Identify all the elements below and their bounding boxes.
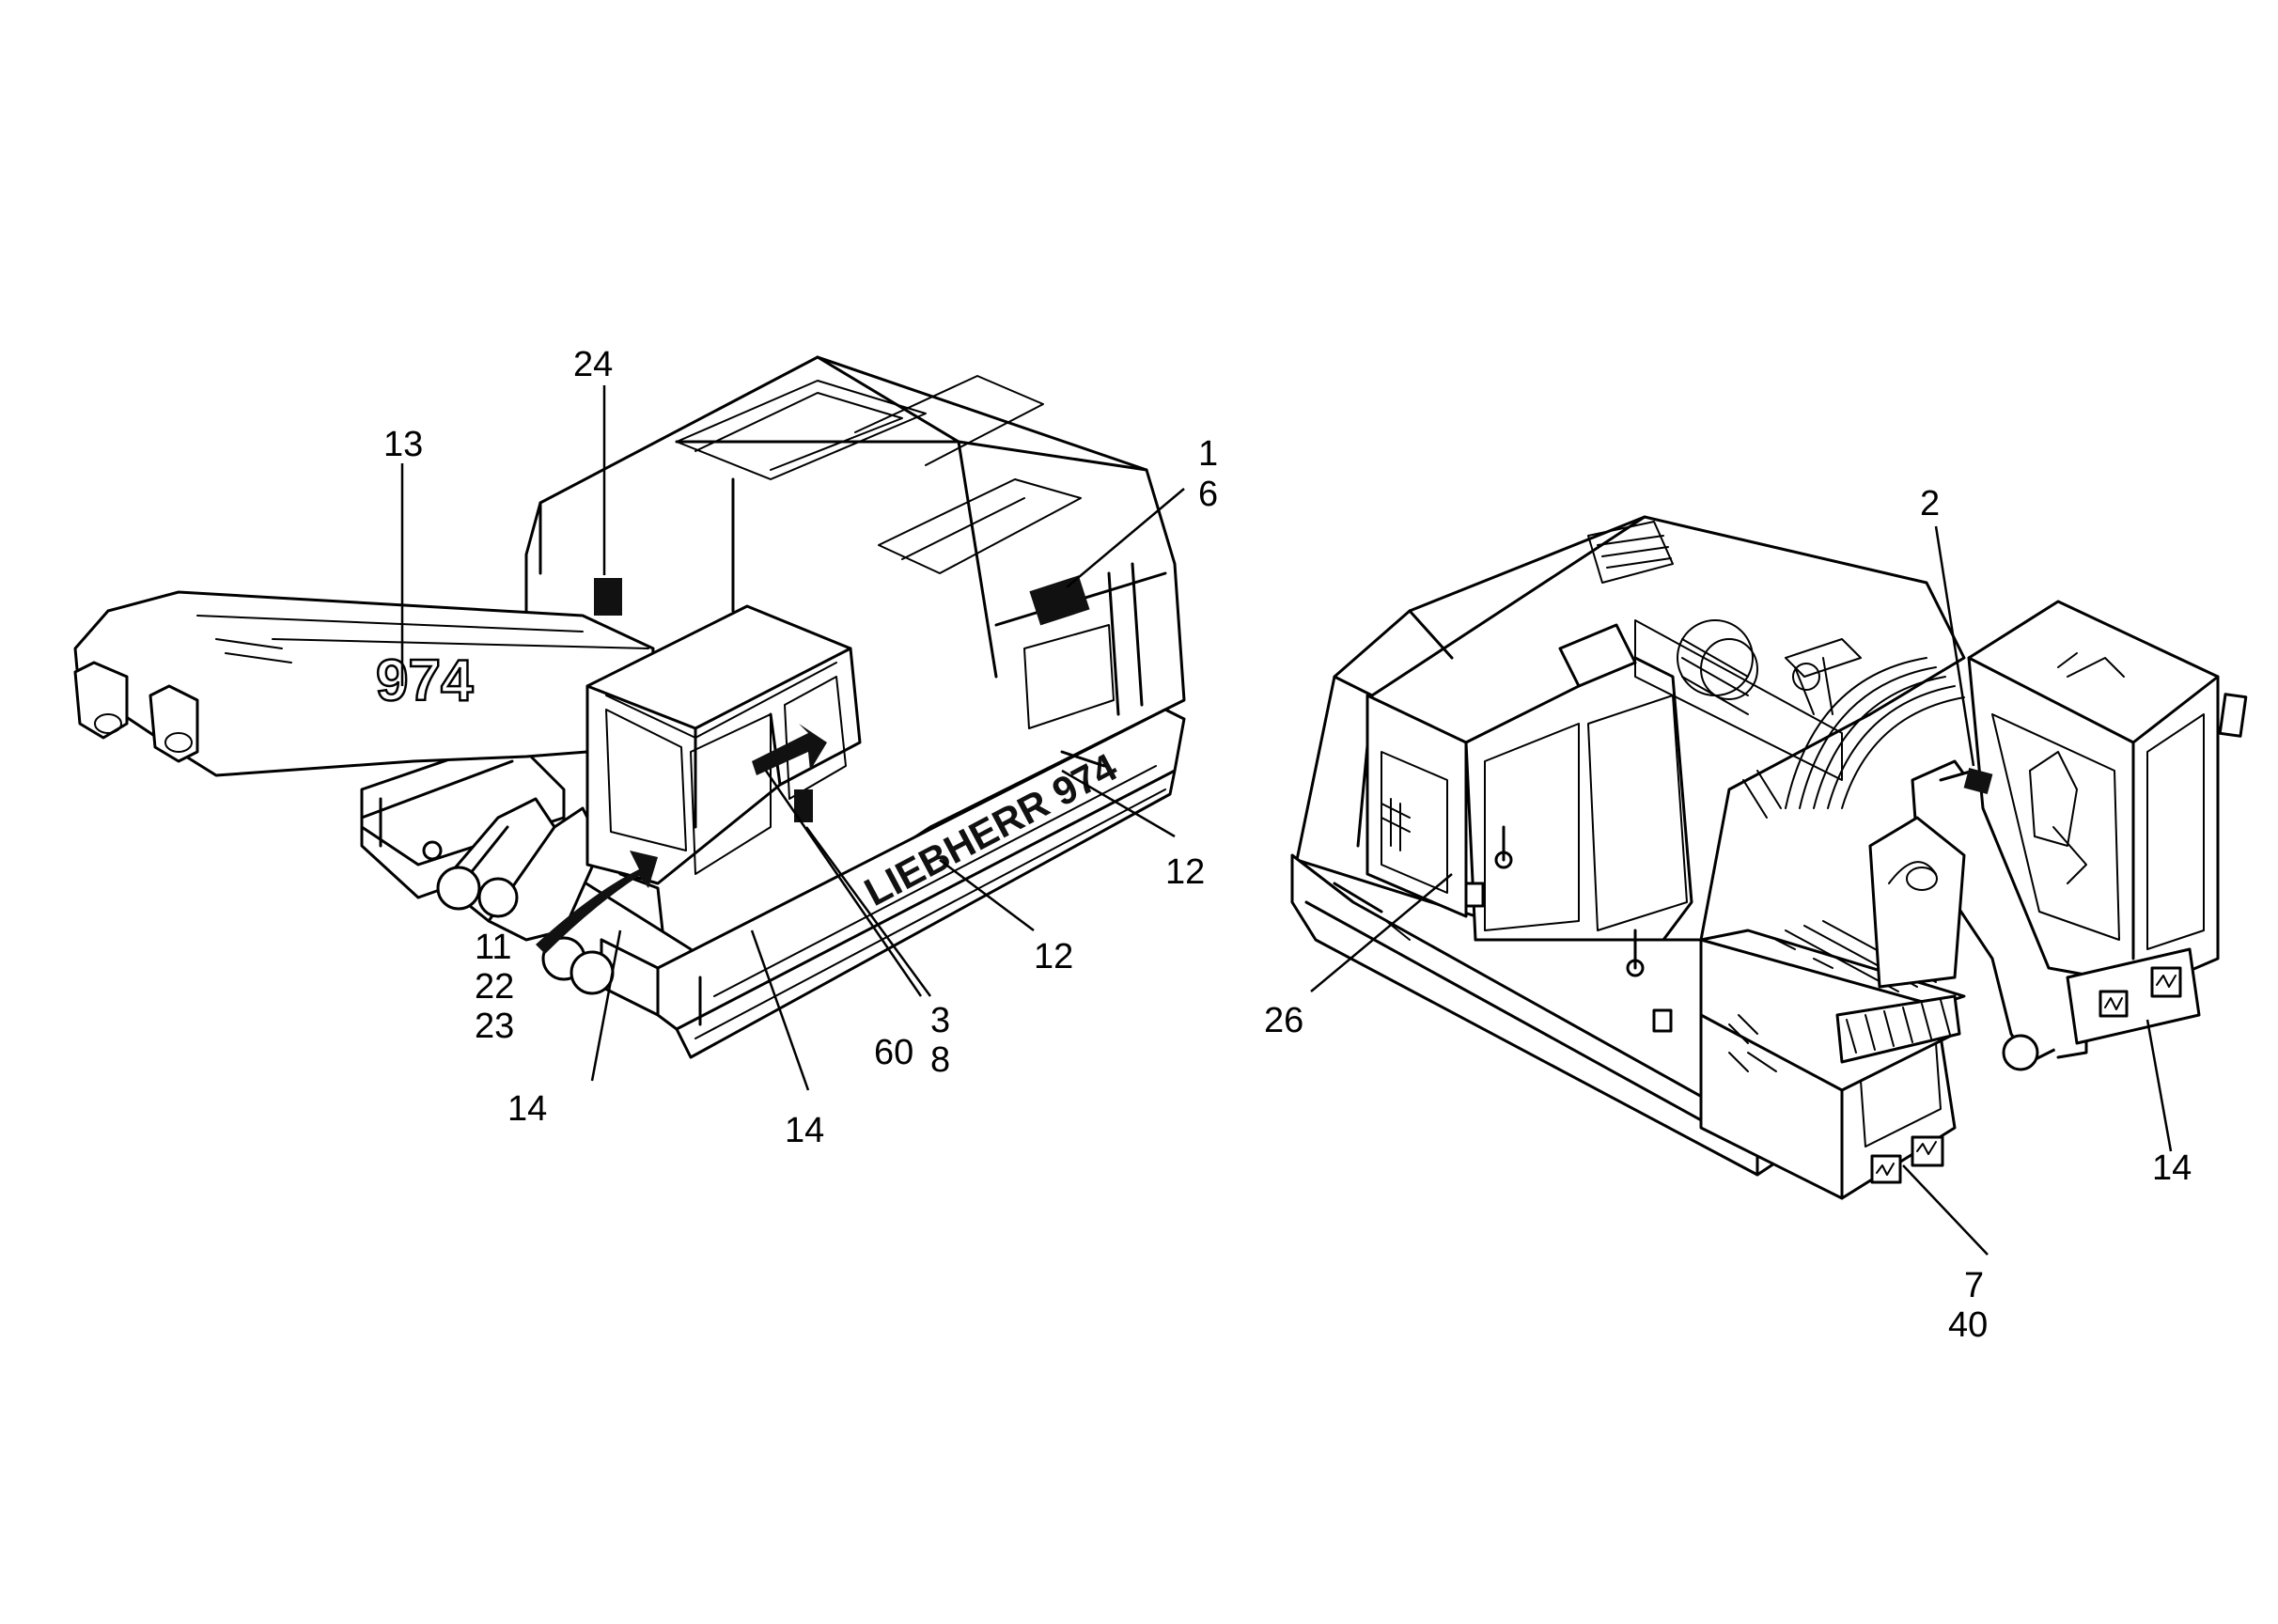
callout-6: 6 [1198,475,1218,514]
left-view-excavator: LIEBHERR 974 [73,345,1218,1150]
callout-7: 7 [1964,1266,1984,1305]
right-view-excavator: 2 26 14 7 40 [1264,484,2248,1345]
callout-13: 13 [383,425,423,464]
callout-14-rear: 14 [2152,1148,2192,1188]
decal-1-6 [1029,575,1090,626]
callout-1: 1 [1198,434,1218,474]
callout-12-right: 12 [1165,852,1205,892]
boom-arms [436,797,615,995]
callout-8: 8 [930,1040,950,1080]
callout-24: 24 [573,345,613,384]
boom-model-marking: 974 [376,648,474,713]
boom: 974 [73,590,655,777]
rear-tank-box [1699,920,1966,1200]
callout-23: 23 [475,1007,514,1046]
right-boom-arms [1868,759,2088,1071]
operator-cab [536,604,862,954]
left-leaders [400,385,1185,1091]
rear-housing [1295,515,1966,1033]
decal-2 [1963,768,1993,794]
callout-12-base: 12 [1034,937,1073,976]
callout-26: 26 [1264,1001,1303,1040]
callout-14-base: 14 [785,1111,824,1150]
right-operator-cab [1967,600,2248,1045]
callout-3: 3 [930,1001,950,1040]
decal-24 [594,578,622,616]
callout-40: 40 [1948,1305,1988,1345]
decal-3-8 [794,789,813,822]
callout-14-cab: 14 [507,1089,547,1129]
right-leaders [1310,525,2173,1256]
callout-22: 22 [475,967,514,1007]
engine-compartment [1558,619,1965,819]
callout-11: 11 [475,928,511,967]
callout-2: 2 [1920,484,1940,523]
callout-60: 60 [874,1033,913,1072]
